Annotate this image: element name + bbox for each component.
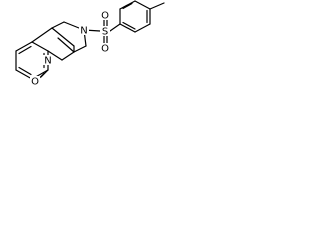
bond-ar-methyl <box>149 2 165 10</box>
n-amide-label: N <box>44 56 51 67</box>
n-amide-label-bg <box>43 55 53 65</box>
n-sulfonyl-label: N <box>80 26 87 37</box>
bond-ar-inner-c <box>122 2 133 10</box>
o-sulfonyl-lower-label: O <box>101 44 109 55</box>
bond-ar-c1-c2 <box>119 23 136 33</box>
o-sulfonyl-lower-label-bg <box>100 43 110 53</box>
bond-n-c9 <box>31 41 49 52</box>
bond-c8-c7 <box>51 27 75 47</box>
o-carbonyl-label: O <box>31 77 39 88</box>
bond-c12-c13-inner <box>18 66 32 76</box>
o-carbonyl-label-bg <box>30 76 40 86</box>
bond-c3-c5 <box>73 45 87 53</box>
bond-c10-c11-inner <box>18 45 32 55</box>
bond-c12-c13 <box>15 69 33 80</box>
bond-c8-c1 <box>51 21 65 29</box>
n-sulfonyl-label-bg <box>79 25 89 35</box>
chemical-structure-diagram: N O N S O O <box>15 0 165 88</box>
bond-c9-c8 <box>31 27 53 43</box>
bond-c6-c7 <box>61 51 75 61</box>
s-sulfonyl-label: S <box>102 27 108 38</box>
bond-c10-c11 <box>15 41 33 52</box>
bond-ar-inner-a <box>122 21 136 30</box>
bond-n-c6 <box>47 50 63 61</box>
bond-ar-c5-c6 <box>119 0 136 10</box>
o-sulfonyl-upper-label: O <box>101 11 109 22</box>
bond-ar-c4-c5 <box>134 0 151 10</box>
s-sulfonyl-label-bg <box>100 26 110 36</box>
o-sulfonyl-upper-label-bg <box>100 10 110 20</box>
bond-c8-c5-bridge <box>57 37 75 53</box>
bond-s-aryl <box>109 23 121 32</box>
bond-ar-c2-c3 <box>134 23 151 33</box>
